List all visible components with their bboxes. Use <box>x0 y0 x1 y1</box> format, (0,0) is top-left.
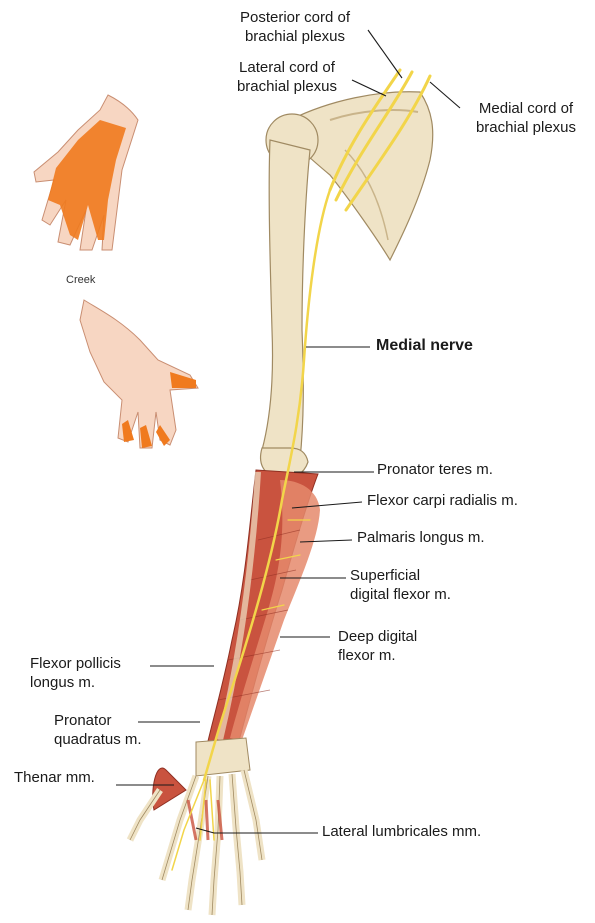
label-lateral-cord: Lateral cord of brachial plexus <box>212 58 362 96</box>
forearm-muscles <box>206 470 320 752</box>
label-superficial-digital-flexor: Superficial digital flexor m. <box>350 566 451 604</box>
dorsal-hand-illustration <box>34 95 138 250</box>
label-posterior-cord: Posterior cord of brachial plexus <box>220 8 370 46</box>
label-lateral-cord-line1: Lateral cord of <box>212 58 362 77</box>
label-posterior-cord-line1: Posterior cord of <box>220 8 370 27</box>
label-thenar: Thenar mm. <box>14 768 95 787</box>
scapula <box>290 92 433 260</box>
hand-skeleton <box>130 738 262 915</box>
label-flexor-pollicis-longus: Flexor pollicis longus m. <box>30 654 121 692</box>
label-palmaris-longus: Palmaris longus m. <box>357 528 485 547</box>
label-medial-cord-line2: brachial plexus <box>460 118 592 137</box>
label-superficial-digital-flexor-line2: digital flexor m. <box>350 585 451 604</box>
label-deep-digital-flexor-line1: Deep digital <box>338 627 417 646</box>
label-medial-nerve: Medial nerve <box>376 336 473 355</box>
label-pronator-quadratus-line1: Pronator <box>54 711 142 730</box>
label-medial-cord-line1: Medial cord of <box>460 99 592 118</box>
label-lateral-lumbricales: Lateral lumbricales mm. <box>322 822 481 841</box>
label-pronator-quadratus-line2: quadratus m. <box>54 730 142 749</box>
label-superficial-digital-flexor-line1: Superficial <box>350 566 451 585</box>
label-flexor-pollicis-longus-line1: Flexor pollicis <box>30 654 121 673</box>
label-deep-digital-flexor: Deep digital flexor m. <box>338 627 417 665</box>
artist-signature: Creek <box>66 274 96 286</box>
label-pronator-teres: Pronator teres m. <box>377 460 493 479</box>
label-deep-digital-flexor-line2: flexor m. <box>338 646 417 665</box>
label-posterior-cord-line2: brachial plexus <box>220 27 370 46</box>
label-pronator-quadratus: Pronator quadratus m. <box>54 711 142 749</box>
label-lateral-cord-line2: brachial plexus <box>212 77 362 96</box>
label-medial-cord: Medial cord of brachial plexus <box>460 99 592 137</box>
label-flexor-carpi-radialis: Flexor carpi radialis m. <box>367 491 518 510</box>
palmar-hand-illustration <box>80 300 198 448</box>
label-flexor-pollicis-longus-line2: longus m. <box>30 673 121 692</box>
